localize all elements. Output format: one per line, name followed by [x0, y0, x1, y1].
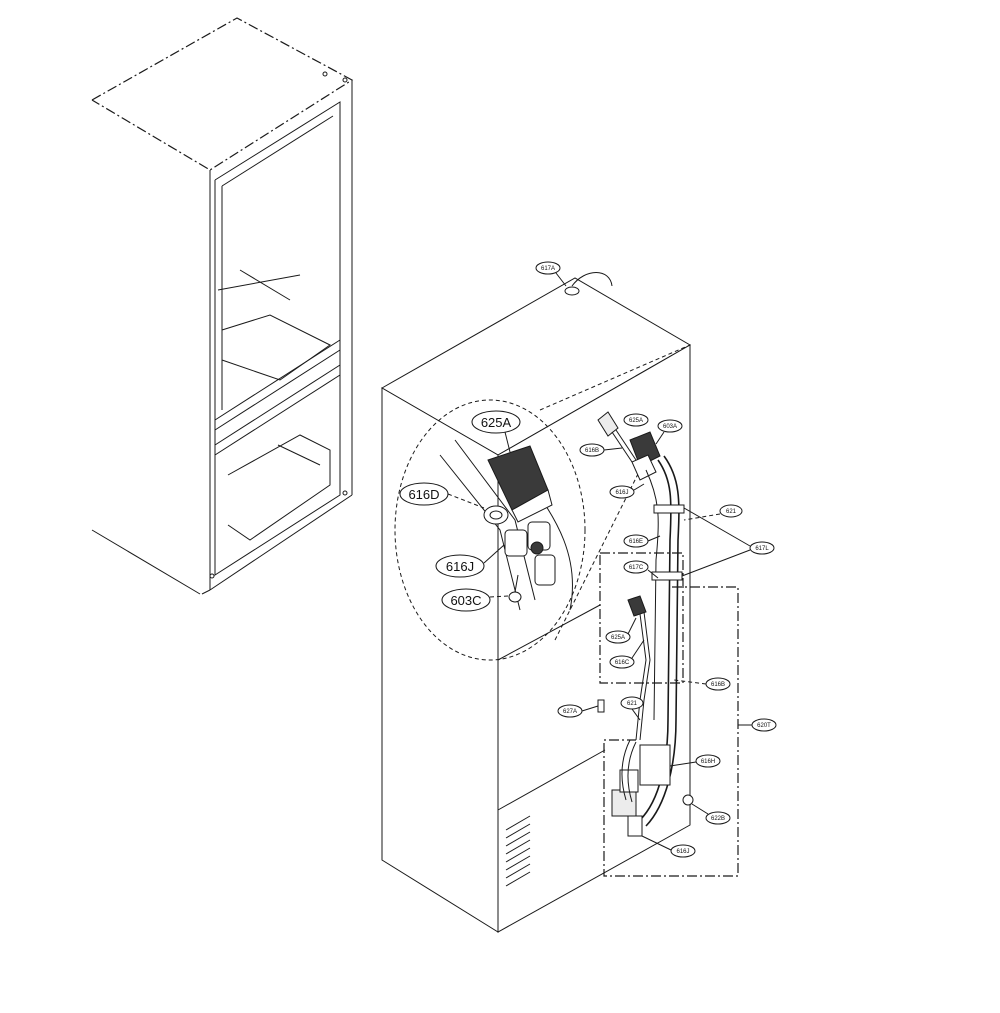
callout-625A: 625A [471, 410, 521, 453]
callout-616J: 616J [435, 544, 505, 578]
callout-617L: 617L [681, 507, 775, 577]
svg-text:616B: 616B [711, 682, 725, 688]
callout-621-mid: 621 [620, 696, 644, 721]
svg-text:621: 621 [726, 509, 737, 515]
callout-616J: 616J [609, 483, 645, 499]
callout-625A-top: 625A [623, 413, 649, 427]
callout-616B: 616B [579, 443, 623, 457]
svg-text:622B: 622B [711, 816, 725, 822]
callout-616B-mid: 616B [673, 677, 731, 691]
callout-616J-bottom: 616J [641, 835, 696, 858]
callout-627A: 627A [557, 704, 599, 718]
callout-617A: 617A [535, 261, 567, 287]
callout-616H: 616H [669, 754, 721, 768]
callout-625A-mid: 625A [605, 617, 637, 644]
svg-text:621: 621 [627, 701, 638, 707]
subassembly-box-upper [599, 552, 684, 684]
callout-603C: 603C [441, 588, 509, 612]
callout-616C: 616C [609, 639, 645, 669]
water-line-assembly [597, 411, 694, 837]
main-cabinet [380, 272, 691, 933]
svg-text:625A: 625A [481, 415, 512, 430]
water-valve-icon [611, 739, 671, 837]
svg-text:616J: 616J [615, 490, 628, 496]
callout-621-top: 621 [683, 504, 743, 521]
callout-622B: 622B [691, 803, 731, 825]
screw-627A-icon [597, 699, 605, 713]
clamp-lower-icon [651, 571, 683, 581]
svg-text:616J: 616J [446, 559, 474, 574]
subassembly-box-main [603, 586, 739, 877]
svg-text:625A: 625A [629, 418, 643, 424]
svg-text:627A: 627A [563, 709, 577, 715]
svg-text:603A: 603A [663, 424, 677, 430]
connector-625A-icon [487, 445, 553, 523]
svg-text:616J: 616J [676, 849, 689, 855]
zoom-detail-circle: 625A 616D 616J 603C [394, 344, 691, 661]
svg-text:617C: 617C [629, 565, 644, 571]
svg-text:620T: 620T [757, 723, 771, 729]
screw-622B-icon [682, 794, 694, 806]
svg-text:616H: 616H [701, 759, 715, 765]
clamp-upper-icon [653, 504, 685, 514]
callout-616E: 616E [623, 534, 661, 548]
svg-text:616C: 616C [615, 660, 630, 666]
svg-text:625A: 625A [611, 635, 625, 641]
svg-text:616D: 616D [408, 487, 439, 502]
fitting-616D-icon [483, 505, 509, 525]
callout-620T: 620T [738, 718, 777, 732]
main-callouts: 617A 625A 603A 616B 616J 621 [535, 261, 777, 858]
vent-grille [505, 815, 531, 887]
background-cabinet [91, 17, 354, 595]
svg-text:603C: 603C [450, 593, 481, 608]
fitting-616J-icon [504, 521, 556, 586]
svg-text:616B: 616B [585, 448, 599, 454]
svg-text:617L: 617L [755, 546, 769, 552]
callout-617C: 617C [623, 560, 659, 579]
clip-603C-icon [508, 574, 522, 603]
callout-616D: 616D [399, 482, 485, 509]
top-hole-icon [564, 286, 580, 296]
callout-603A: 603A [655, 419, 683, 445]
svg-text:616E: 616E [629, 539, 643, 545]
svg-text:617A: 617A [541, 266, 555, 272]
